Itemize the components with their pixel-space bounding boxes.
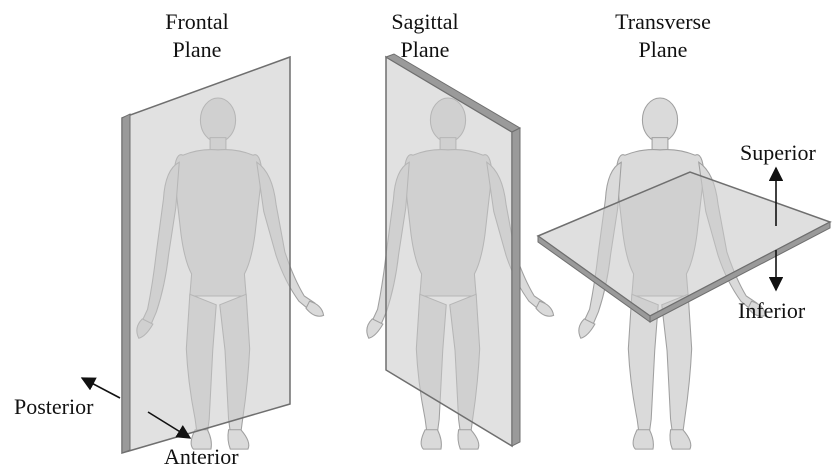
frontal-plane-edge [122, 114, 130, 453]
frontal-plane [122, 57, 290, 453]
transverse-plane-title: Transverse Plane [583, 8, 743, 64]
transverse-plane [538, 172, 830, 316]
sagittal-title-line2: Plane [345, 36, 505, 64]
frontal-plane-title: Frontal Plane [117, 8, 277, 64]
inferior-label: Inferior [738, 300, 805, 322]
superior-label: Superior [740, 142, 816, 164]
frontal-title-line1: Frontal [117, 8, 277, 36]
anterior-label: Anterior [164, 446, 239, 468]
transverse-title-line1: Transverse [583, 8, 743, 36]
sagittal-plane-title: Sagittal Plane [345, 8, 505, 64]
sagittal-title-line1: Sagittal [345, 8, 505, 36]
frontal-title-line2: Plane [117, 36, 277, 64]
frontal-plane-group [82, 57, 324, 453]
transverse-title-line2: Plane [583, 36, 743, 64]
sagittal-plane-side [512, 128, 520, 446]
sagittal-plane-group [367, 54, 554, 449]
posterior-label: Posterior [14, 396, 93, 418]
